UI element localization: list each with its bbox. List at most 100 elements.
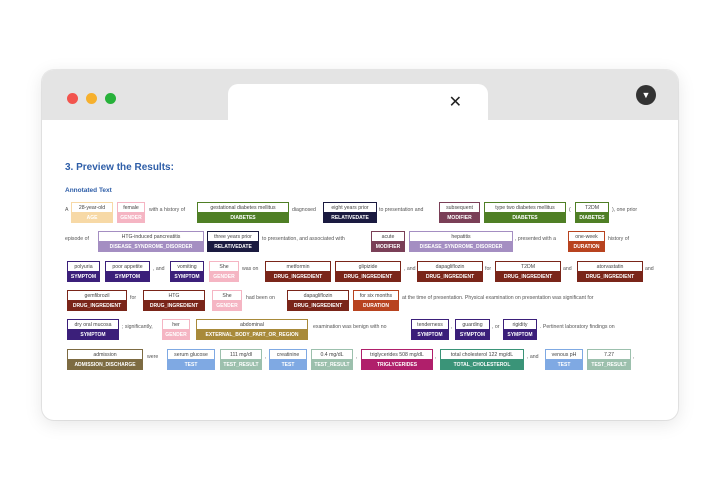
entity-label: DRUG_INGREDIENT xyxy=(287,301,349,311)
entity-token: glipizide xyxy=(335,261,401,272)
entity-label: DRUG_INGREDIENT xyxy=(335,272,401,282)
entity-token: creatinine xyxy=(269,349,307,360)
plain-text: for xyxy=(130,295,137,301)
entity-token: HTG xyxy=(143,290,205,301)
plain-text: . Pertinent laboratory findings on xyxy=(540,324,615,330)
entity-label: TEST_RESULT xyxy=(587,360,631,370)
entity-label: GENDER xyxy=(209,272,239,282)
entity-label: DIABETES xyxy=(484,213,566,223)
entity-label: DIABETES xyxy=(575,213,609,223)
entity-label: SYMPTOM xyxy=(503,330,537,340)
entity-token: She xyxy=(212,290,242,301)
plain-text: and xyxy=(563,266,572,272)
plain-text: , xyxy=(356,354,358,360)
plain-text: , xyxy=(265,354,267,360)
entity-label: TEST_RESULT xyxy=(220,360,262,370)
plain-text: , and xyxy=(153,266,165,272)
plain-text: , xyxy=(435,354,437,360)
entity-label: DISEASE_SYNDROME_DISORDER xyxy=(98,242,204,252)
entity-token: 0.4 mg/dL xyxy=(311,349,353,360)
entity-label: DURATION xyxy=(568,242,605,252)
entity-token: triglycerides 508 mg/dL xyxy=(361,349,433,360)
plain-text: , and xyxy=(527,354,539,360)
maximize-window-dot[interactable] xyxy=(105,93,116,104)
plain-text: were xyxy=(147,354,159,360)
entity-label: DRUG_INGREDIENT xyxy=(143,301,205,311)
entity-label: SYMPTOM xyxy=(105,272,150,282)
entity-token: metformin xyxy=(265,261,331,272)
entity-token: She xyxy=(209,261,239,272)
plain-text: was on xyxy=(242,266,259,272)
entity-token: three years prior xyxy=(207,231,259,242)
entity-label: DURATION xyxy=(353,301,399,311)
plain-text: with a history of xyxy=(149,207,186,213)
entity-label: TRIGLYCERIDES xyxy=(361,360,433,370)
page-content: 3. Preview the Results: Annotated Text A… xyxy=(42,120,678,420)
plain-text: ; significantly, xyxy=(122,324,153,330)
entity-label: TEST_RESULT xyxy=(311,360,353,370)
entity-label: GENDER xyxy=(117,213,145,223)
entity-label: TOTAL_CHOLESTEROL xyxy=(440,360,524,370)
plain-text: for xyxy=(485,266,492,272)
entity-label: DRUG_INGREDIENT xyxy=(577,272,643,282)
close-window-dot[interactable] xyxy=(67,93,78,104)
entity-token: subsequent xyxy=(439,202,480,213)
entity-token: for six months xyxy=(353,290,399,301)
plain-text: to presentation and xyxy=(379,207,424,213)
plain-text: ), one prior xyxy=(612,207,638,213)
entity-token: 111 mg/dl xyxy=(220,349,262,360)
section-title: 3. Preview the Results: xyxy=(65,162,174,173)
entity-token: poor appetite xyxy=(105,261,150,272)
entity-token: female xyxy=(117,202,145,213)
entity-label: DISEASE_SYNDROME_DISORDER xyxy=(409,242,513,252)
entity-token: her xyxy=(162,319,190,330)
title-bar: ✕ ▼ xyxy=(42,70,678,124)
annotated-text-title: Annotated Text xyxy=(65,187,112,194)
chevron-down-icon[interactable]: ▼ xyxy=(636,85,656,105)
entity-label: RELATIVEDATE xyxy=(207,242,259,252)
entity-label: TEST xyxy=(167,360,215,370)
entity-token: vomiting xyxy=(170,261,204,272)
entity-label: DRUG_INGREDIENT xyxy=(417,272,483,282)
entity-label: TEST xyxy=(269,360,307,370)
entity-label: GENDER xyxy=(212,301,242,311)
entity-token: one-week xyxy=(568,231,605,242)
minimize-window-dot[interactable] xyxy=(86,93,97,104)
entity-label: DIABETES xyxy=(197,213,289,223)
entity-label: AGE xyxy=(71,213,113,223)
browser-tab[interactable]: ✕ xyxy=(228,84,488,124)
entity-token: 28-year-old xyxy=(71,202,113,213)
close-icon[interactable]: ✕ xyxy=(448,94,462,111)
entity-label: TEST xyxy=(545,360,583,370)
entity-token: gestational diabetes mellitus xyxy=(197,202,289,213)
entity-token: acute xyxy=(371,231,405,242)
